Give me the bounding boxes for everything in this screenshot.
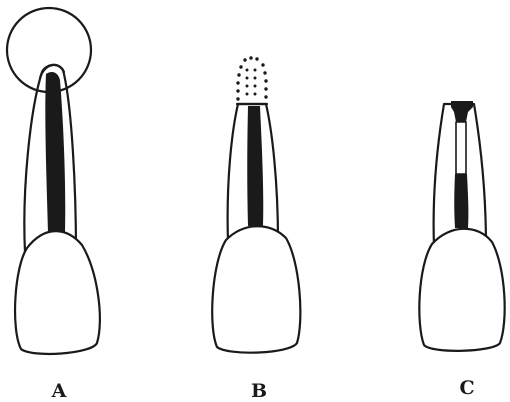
panel-a-label: A [52, 380, 67, 402]
panel-b-label: B [251, 380, 267, 402]
panel-b-dotted-fragment [236, 56, 267, 100]
panel-a-crown [15, 231, 100, 354]
panel-c-canal-empty [456, 122, 466, 174]
panel-b-tooth [212, 56, 300, 352]
panel-c-label: C [459, 377, 474, 399]
panel-a-tooth [7, 8, 100, 354]
panel-b-crown [212, 226, 300, 352]
panel-c-pulp-canal [454, 174, 468, 228]
panel-c-tooth [419, 101, 504, 351]
panel-c-crown [419, 229, 504, 351]
